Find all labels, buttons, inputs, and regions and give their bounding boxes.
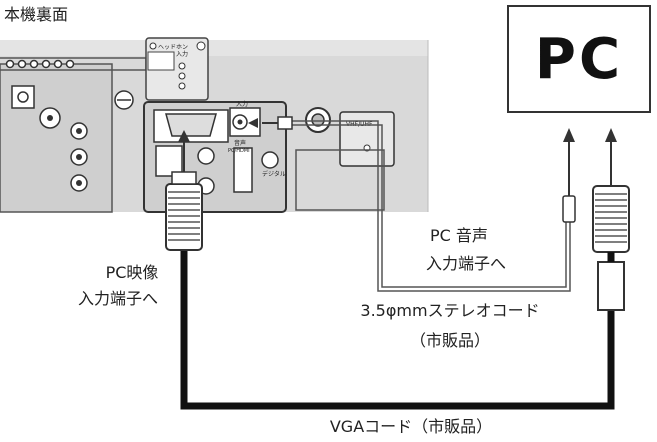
pc-label: PC bbox=[534, 26, 624, 92]
panel-label-input-a: 入力 bbox=[176, 50, 188, 58]
pc-video-line1: PC映像 bbox=[105, 263, 159, 282]
audio-plug-left bbox=[248, 116, 293, 130]
pc-audio-label: PC 音声 入力端子へ bbox=[426, 225, 506, 275]
stereo-cord-line2: （市販品） bbox=[409, 331, 490, 350]
panel-label-pc-hdmi: PC/HDMI bbox=[228, 148, 250, 154]
panel-label-audio: 音声 bbox=[234, 139, 246, 147]
pc-box: PC bbox=[507, 5, 651, 113]
vga-plug-right bbox=[592, 185, 630, 262]
pc-video-line2: 入力端子へ bbox=[77, 289, 158, 308]
vga-cord-label: VGAコード（市販品） bbox=[329, 417, 493, 436]
tv-back-panel bbox=[0, 37, 429, 213]
pc-video-label: PC映像 入力端子へ bbox=[58, 262, 178, 310]
panel-label-headphone: ヘッドホン bbox=[158, 44, 188, 51]
audio-plug-right bbox=[562, 180, 576, 223]
panel-label-digital: デジタル bbox=[262, 170, 286, 178]
audio-cable bbox=[290, 120, 571, 292]
vga-cable bbox=[180, 250, 615, 410]
back-panel-title: 本機裏面 bbox=[4, 5, 69, 24]
stereo-cord-label: 3.5φmmステレオコード （市販品） bbox=[316, 300, 584, 352]
vga-plug-left bbox=[165, 130, 203, 251]
stereo-cord-line1: 3.5φmmステレオコード bbox=[360, 301, 540, 320]
arrows-to-pc bbox=[563, 128, 617, 186]
pc-audio-line1: PC 音声 bbox=[430, 226, 488, 245]
pc-audio-line2: 入力端子へ bbox=[426, 254, 507, 273]
screw-row bbox=[5, 59, 75, 69]
ferrite-core bbox=[597, 261, 625, 311]
panel-label-input-b: 入力 bbox=[236, 100, 248, 108]
